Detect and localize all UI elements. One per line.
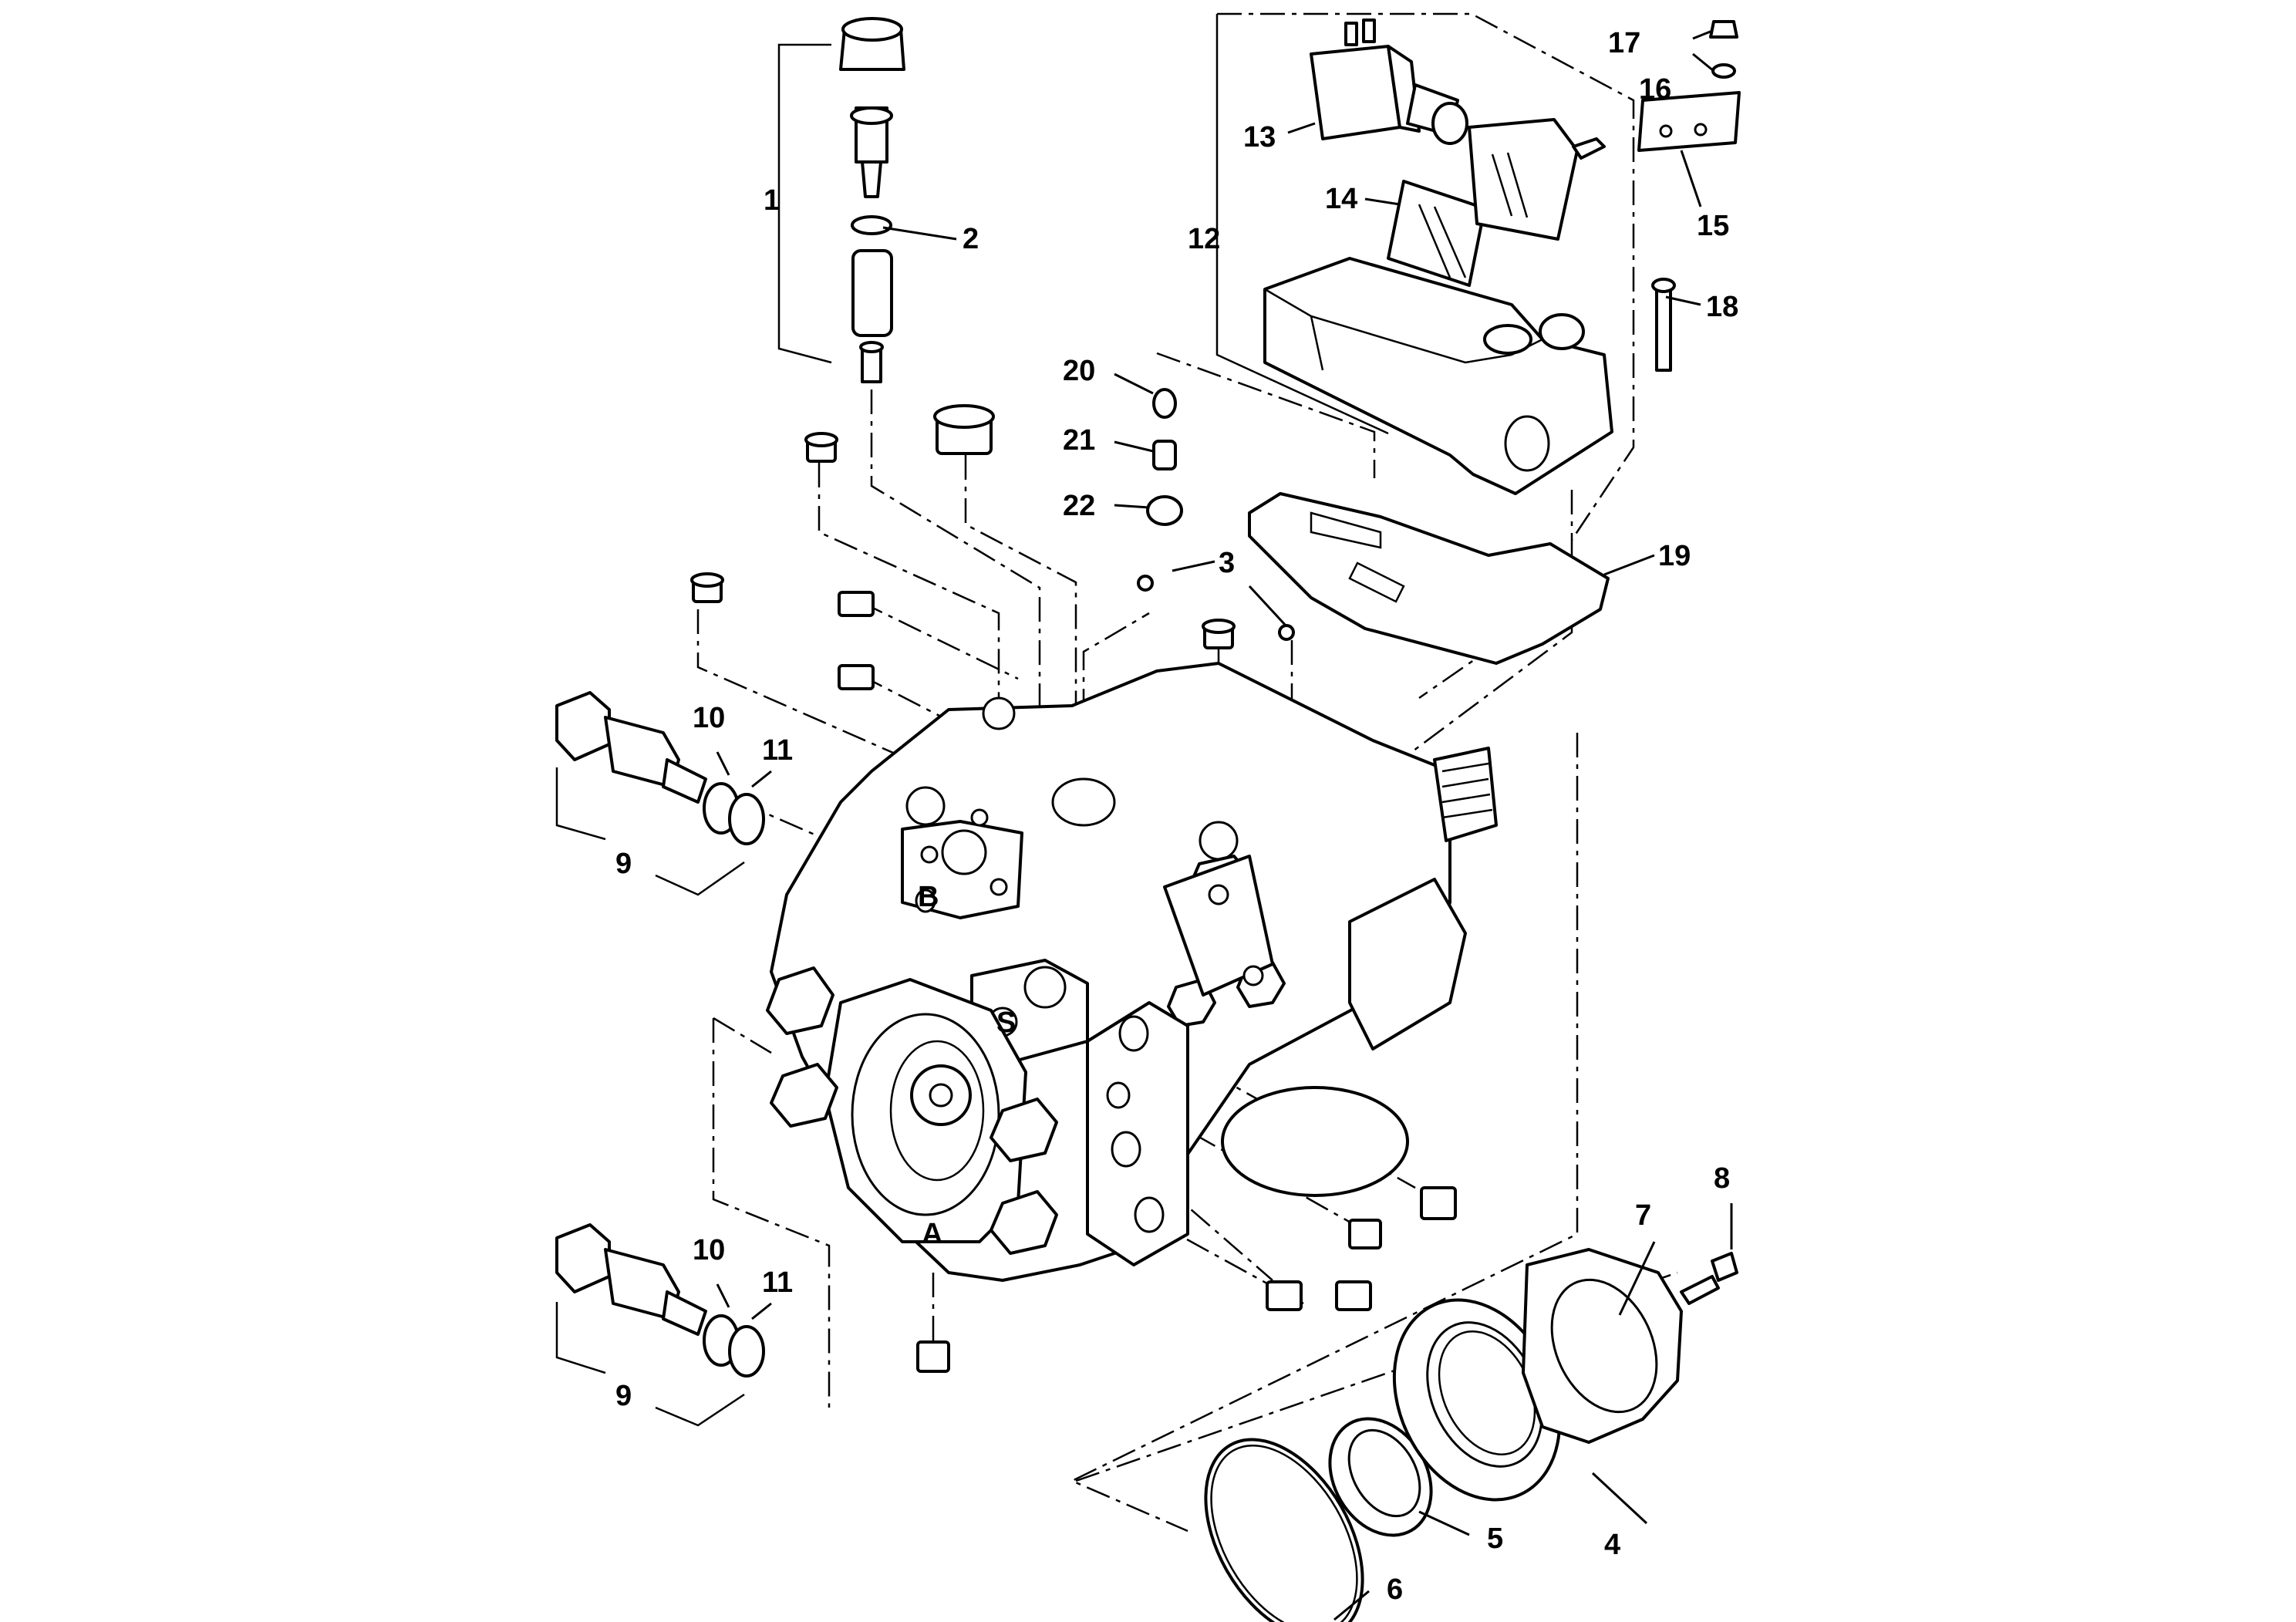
valve-stack-item-1 bbox=[839, 17, 905, 383]
callout-5: 5 bbox=[1487, 1523, 1503, 1555]
callout-22: 22 bbox=[1063, 490, 1095, 522]
callout-15: 15 bbox=[1697, 210, 1729, 242]
port-a-marking: A bbox=[922, 1218, 942, 1250]
callout-labels: 1 2 3 4 5 6 7 8 9 9 10 10 11 11 12 13 14… bbox=[615, 27, 1738, 1606]
callout-20: 20 bbox=[1063, 355, 1095, 387]
callout-11: 11 bbox=[762, 734, 793, 767]
callout-7: 7 bbox=[1635, 1199, 1651, 1232]
callout-18: 18 bbox=[1706, 291, 1738, 323]
callout-6: 6 bbox=[1387, 1573, 1403, 1606]
pump-housing bbox=[766, 662, 1498, 1282]
port-s-marking: S bbox=[996, 1007, 1016, 1039]
relief-valve-upper bbox=[555, 691, 765, 845]
control-valve-group-12 bbox=[1248, 19, 1741, 665]
callout-3: 3 bbox=[1219, 547, 1235, 579]
callout-4: 4 bbox=[1604, 1529, 1620, 1561]
callout-10: 10 bbox=[693, 702, 725, 734]
callout-13: 13 bbox=[1243, 121, 1276, 153]
port-b-marking: B bbox=[918, 881, 939, 913]
callout-14: 14 bbox=[1325, 183, 1357, 215]
plugs bbox=[690, 388, 1457, 1373]
relief-valve-lower bbox=[555, 1223, 765, 1378]
callout-12: 12 bbox=[1188, 223, 1220, 255]
callout-9: 9 bbox=[615, 1380, 632, 1412]
callout-10: 10 bbox=[693, 1234, 725, 1266]
callout-2: 2 bbox=[963, 223, 979, 255]
callout-16: 16 bbox=[1639, 73, 1671, 106]
callout-9: 9 bbox=[615, 848, 632, 880]
shaft-seal-group bbox=[1204, 1248, 1738, 1622]
callout-1: 1 bbox=[764, 184, 780, 217]
callout-8: 8 bbox=[1714, 1162, 1730, 1195]
leader-lines bbox=[716, 29, 1733, 1621]
callout-21: 21 bbox=[1063, 424, 1095, 457]
callout-11: 11 bbox=[762, 1266, 793, 1299]
callout-17: 17 bbox=[1608, 27, 1640, 59]
callout-19: 19 bbox=[1658, 540, 1691, 572]
